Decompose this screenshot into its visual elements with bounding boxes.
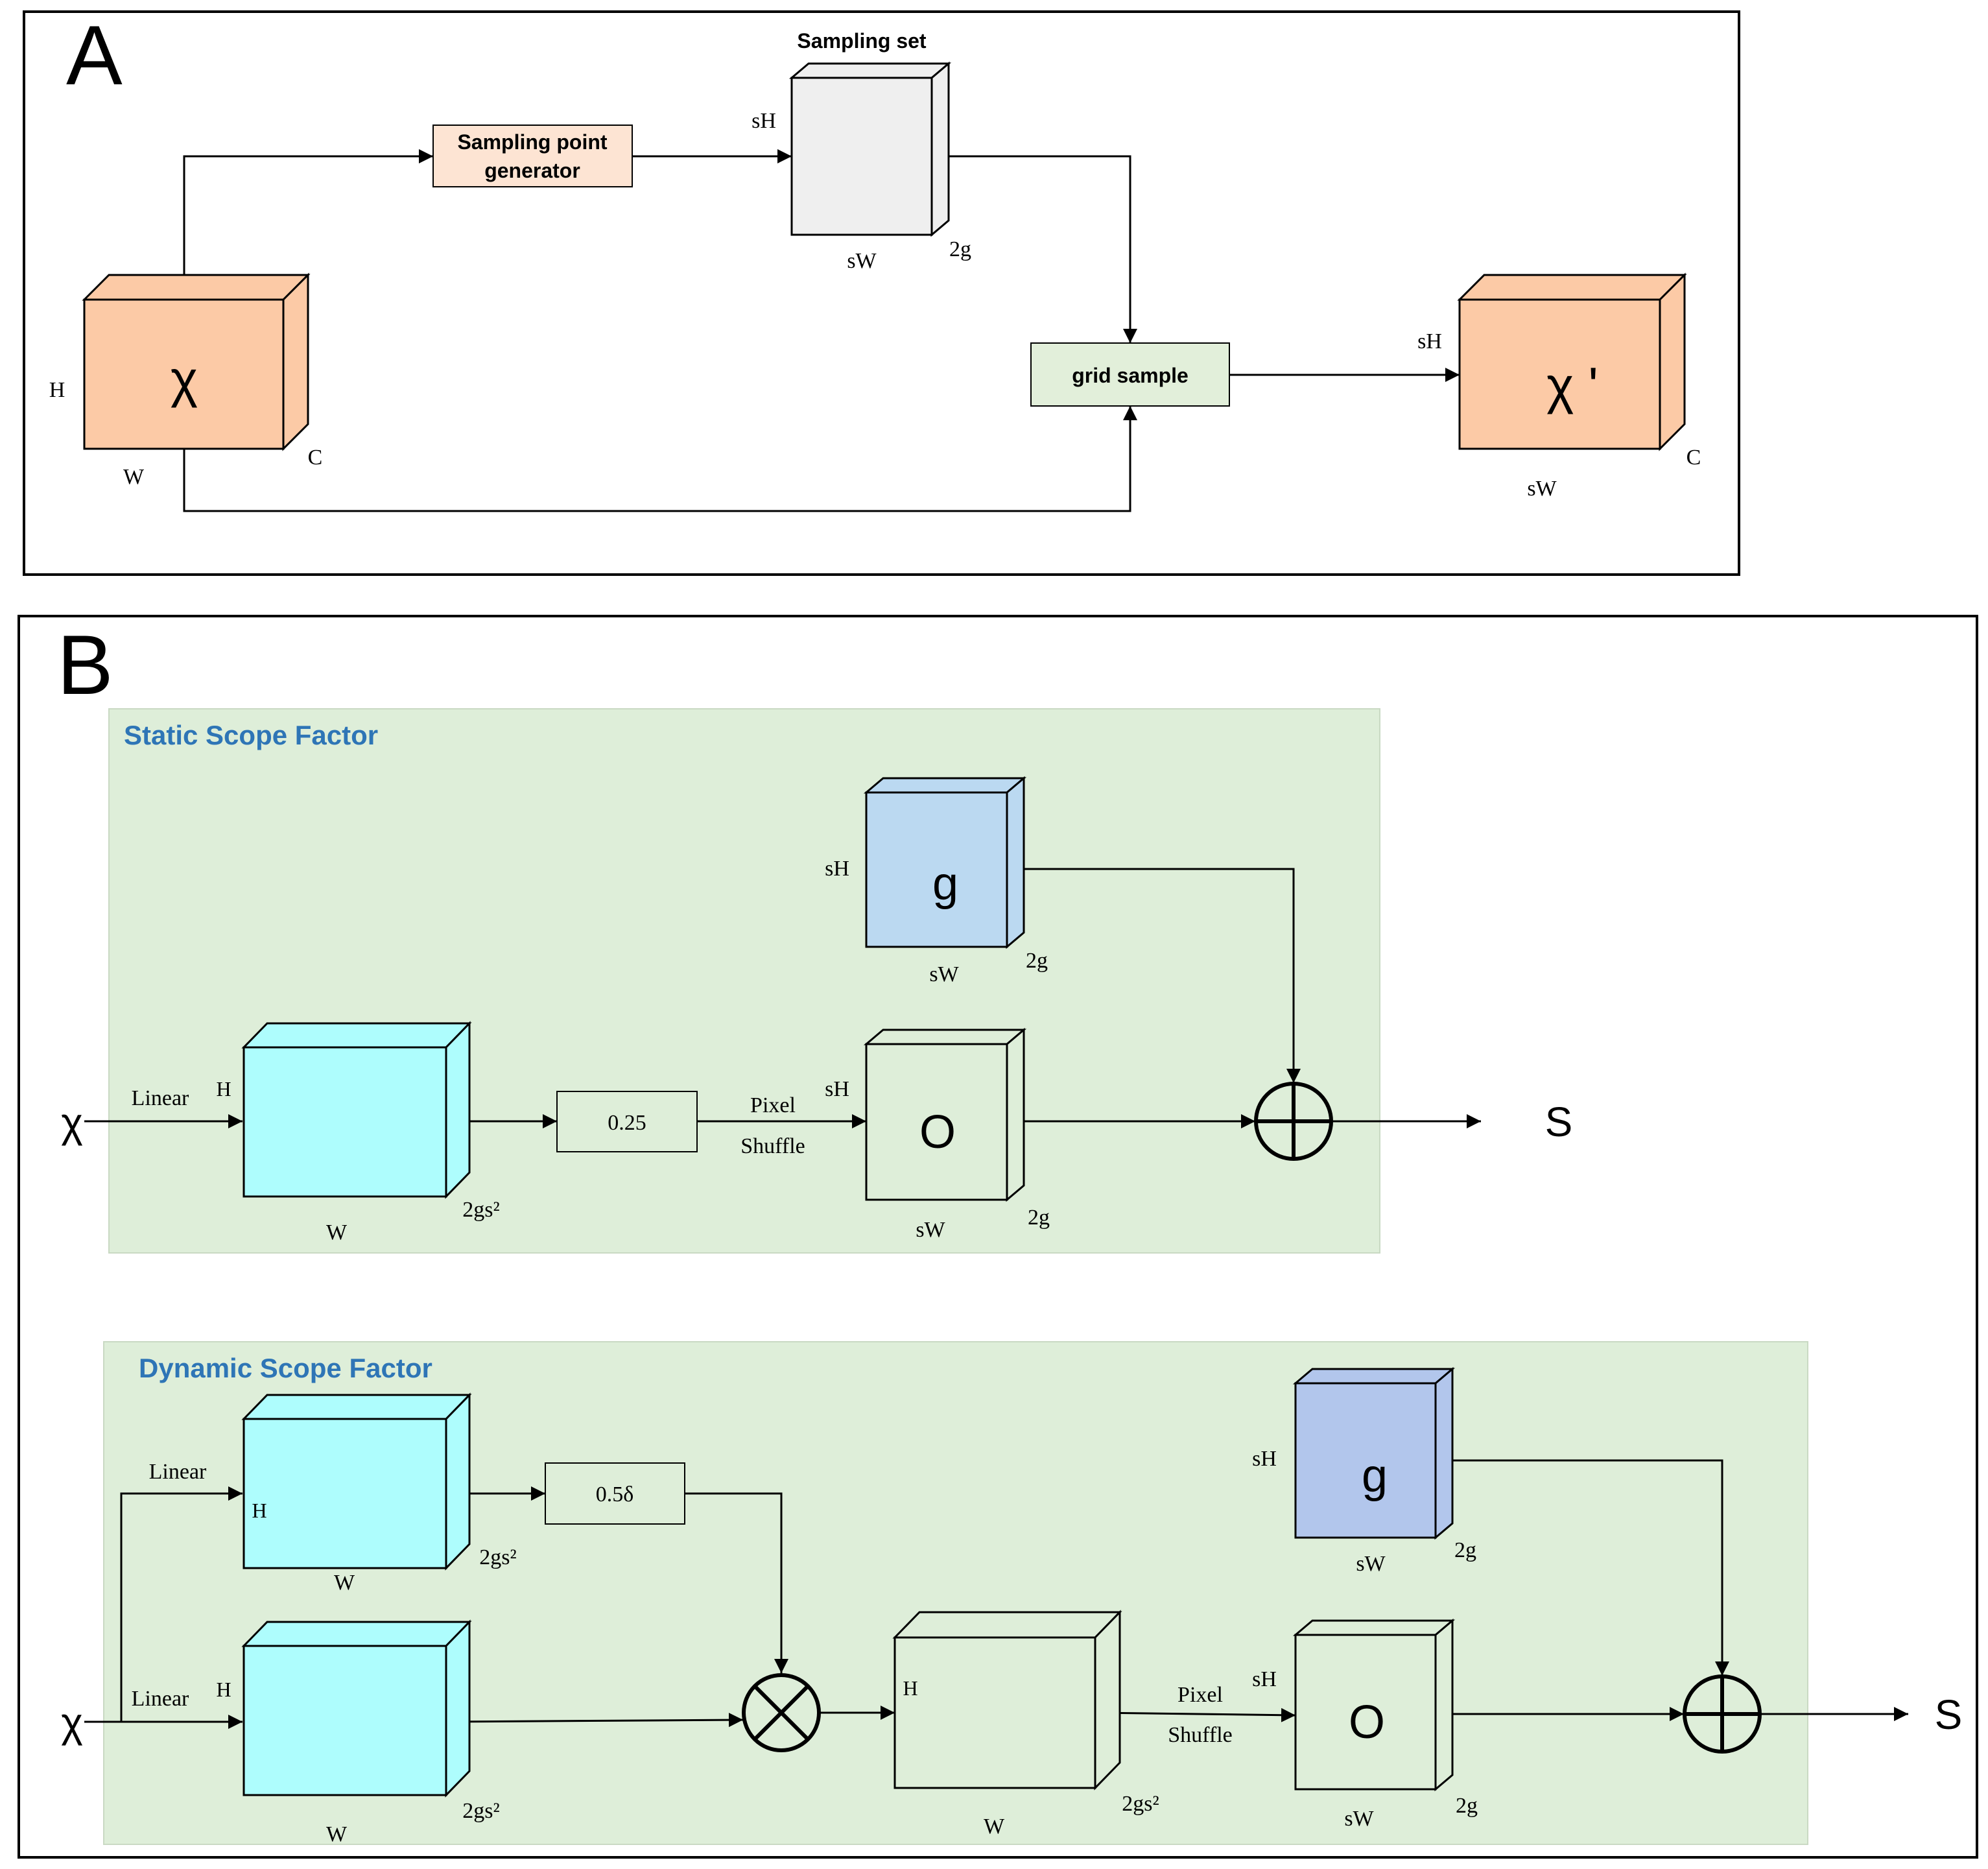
sampling-set-height-label: sH	[751, 109, 776, 133]
dynamic-scope-title: Dynamic Scope Factor	[139, 1353, 432, 1383]
generator-label-line1: Sampling point	[457, 130, 607, 154]
arrow-dynamic-input-to-top-cube	[120, 1486, 243, 1722]
static-sum-operator-icon	[1254, 1082, 1333, 1161]
static-scope-title: Static Scope Factor	[124, 720, 378, 750]
static-o-cube: O	[863, 1027, 1027, 1202]
dynamic-scale-value: 0.5δ	[596, 1482, 634, 1506]
output-channel-label: C	[1686, 446, 1701, 470]
dynamic-o-depth-label: 2g	[1456, 1794, 1478, 1818]
panel-b: B Static Scope Factor χ Linear H W 2gs²	[18, 615, 1978, 1859]
dynamic-output-symbol: S	[1935, 1691, 1963, 1738]
panel-b-letter: B	[57, 617, 113, 712]
dynamic-o-cube: O	[1292, 1618, 1456, 1792]
grid-sample-box: grid sample	[1030, 342, 1230, 407]
static-scale-box: 0.25	[556, 1091, 698, 1152]
static-g-depth-label: 2g	[1026, 949, 1048, 973]
dynamic-o-width-label: sW	[1344, 1807, 1374, 1831]
dynamic-bottom-cube-height-label: H	[216, 1678, 231, 1701]
panel-a: A χ H W C Sampling point generator Sampl…	[23, 8, 1740, 576]
static-pixel-shuffle-line1: Pixel	[750, 1093, 796, 1117]
dynamic-top-cube-width-label: W	[334, 1571, 355, 1595]
generator-label-line2: generator	[484, 159, 580, 182]
dynamic-top-cube-depth-label: 2gs²	[479, 1545, 516, 1569]
sampling-point-generator-box: Sampling point generator	[432, 125, 633, 187]
static-o-symbol: O	[919, 1106, 956, 1158]
static-feature-cube	[241, 1021, 472, 1199]
dynamic-product-width-label: W	[984, 1815, 1005, 1839]
arrow-dynamic-scale-to-multiply	[685, 1492, 788, 1673]
input-channel-label: C	[308, 446, 323, 470]
static-g-symbol: g	[932, 858, 958, 910]
arrow-static-g-to-sum	[1007, 868, 1301, 1083]
sampling-set-depth-label: 2g	[949, 237, 971, 261]
static-o-height-label: sH	[825, 1077, 849, 1101]
dynamic-pixel-shuffle-line2: Shuffle	[1168, 1723, 1232, 1747]
sampling-set-cube	[788, 61, 952, 237]
arrow-input-to-grid-sample	[183, 406, 1137, 512]
sampling-set-title: Sampling set	[797, 29, 927, 53]
static-cube-height-label: H	[216, 1077, 231, 1101]
static-input-symbol: χ	[61, 1099, 83, 1146]
static-output-symbol: S	[1545, 1099, 1573, 1145]
static-g-width-label: sW	[929, 962, 959, 986]
sampling-set-width-label: sW	[847, 249, 877, 273]
arrow-sampling-set-to-grid-sample	[932, 155, 1137, 343]
static-g-height-label: sH	[825, 857, 849, 881]
dynamic-g-height-label: sH	[1252, 1447, 1277, 1471]
dynamic-pixel-shuffle-line1: Pixel	[1177, 1683, 1223, 1707]
dynamic-sum-operator-icon	[1683, 1674, 1762, 1754]
input-width-label: W	[123, 465, 145, 489]
static-pixel-shuffle-line2: Shuffle	[740, 1134, 805, 1158]
panel-a-letter: A	[66, 8, 123, 102]
dynamic-input-symbol: χ	[61, 1699, 83, 1746]
static-cube-width-label: W	[326, 1220, 348, 1244]
arrow-dynamic-g-to-sum	[1438, 1459, 1729, 1676]
dynamic-bottom-feature-cube	[241, 1619, 472, 1798]
dynamic-g-depth-label: 2g	[1454, 1538, 1476, 1562]
dynamic-product-depth-label: 2gs²	[1122, 1792, 1159, 1816]
dynamic-bottom-cube-width-label: W	[326, 1822, 348, 1846]
grid-sample-label: grid sample	[1072, 364, 1189, 387]
dynamic-multiply-operator-icon	[742, 1673, 821, 1752]
output-width-label: sW	[1527, 477, 1557, 501]
input-symbol: χ	[171, 350, 198, 408]
output-feature-cube: χ '	[1457, 272, 1687, 451]
dynamic-bottom-cube-depth-label: 2gs²	[462, 1799, 499, 1823]
static-g-cube: g	[863, 776, 1027, 949]
output-height-label: sH	[1417, 329, 1442, 353]
panel-a-connectors	[183, 149, 1460, 512]
static-o-depth-label: 2g	[1028, 1206, 1050, 1230]
dynamic-product-height-label: H	[903, 1676, 917, 1700]
dynamic-scale-box: 0.5δ	[545, 1462, 685, 1525]
static-linear-label: Linear	[132, 1086, 189, 1110]
static-o-width-label: sW	[916, 1218, 945, 1242]
output-symbol: χ '	[1546, 357, 1598, 414]
arrow-input-to-generator	[183, 149, 433, 300]
input-height-label: H	[49, 378, 65, 402]
dynamic-g-width-label: sW	[1356, 1552, 1386, 1576]
arrow-dynamic-bottom-cube-to-multiply	[444, 1713, 744, 1728]
arrow-dynamic-product-to-o	[1095, 1708, 1296, 1722]
dynamic-top-cube-height-label: H	[252, 1499, 266, 1522]
input-feature-cube: χ	[82, 272, 311, 451]
dynamic-top-feature-cube: H	[241, 1392, 472, 1571]
dynamic-o-height-label: sH	[1252, 1667, 1277, 1691]
dynamic-product-cube: H	[892, 1610, 1122, 1791]
dynamic-g-symbol: g	[1362, 1450, 1388, 1502]
dynamic-o-symbol: O	[1349, 1696, 1385, 1748]
static-scale-value: 0.25	[608, 1111, 646, 1135]
static-cube-depth-label: 2gs²	[462, 1198, 499, 1222]
static-scope-region: Static Scope Factor	[108, 708, 1380, 1254]
dynamic-g-cube: g	[1292, 1366, 1456, 1540]
dynamic-linear-bottom-label: Linear	[132, 1687, 189, 1711]
dynamic-linear-top-label: Linear	[149, 1460, 207, 1484]
